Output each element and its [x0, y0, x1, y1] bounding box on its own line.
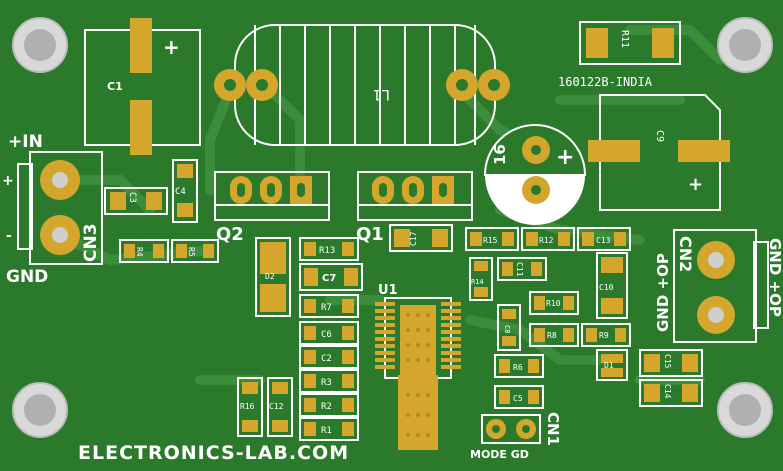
c15-label: C15: [663, 354, 672, 369]
c13-label: C13: [596, 236, 611, 245]
q1-footprint: Q1: [356, 171, 473, 245]
c10-footprint: C10: [596, 252, 628, 319]
c3-label: C3: [127, 192, 137, 203]
c7-label: C7: [322, 273, 336, 284]
c17-label: C17: [409, 231, 418, 246]
r14-label: R14: [471, 278, 484, 286]
board-title: ELECTRONICS-LAB.COM: [78, 442, 349, 464]
r10-label: R10: [546, 299, 561, 308]
c10-label: C10: [599, 283, 614, 292]
r1-footprint: R1: [299, 417, 359, 441]
c11-footprint: C11: [497, 257, 547, 281]
c9-label: C9: [654, 130, 665, 142]
c4-footprint: C4: [172, 159, 198, 223]
r11-footprint: R11: [579, 21, 681, 65]
c4-label: C4: [175, 187, 186, 197]
c9-plus: +: [688, 174, 703, 195]
c2-label: C2: [321, 354, 332, 364]
d2-footprint: D2: [255, 237, 291, 317]
c15-footprint: C15: [639, 349, 703, 377]
r8-label: R8: [547, 331, 557, 340]
r10-footprint: R10: [529, 291, 579, 315]
c1-plus: +: [163, 35, 180, 59]
c13-footprint: C13: [577, 227, 631, 251]
r12-footprint: R12: [521, 227, 575, 251]
cn3-terminal: +IN GND CN3 + -: [2, 132, 103, 287]
cn3-plus-in: +IN: [8, 132, 43, 152]
r15-footprint: R15: [465, 227, 519, 251]
c11-label: C11: [515, 262, 524, 277]
c17-footprint: C17: [389, 224, 453, 252]
r2-label: R2: [321, 402, 332, 412]
r7-footprint: R7: [299, 294, 359, 318]
r12-label: R12: [539, 236, 554, 245]
d2-label: D2: [265, 272, 275, 281]
q1-label: Q1: [356, 224, 384, 245]
l1-label: L1: [373, 86, 390, 102]
r4-footprint: R4: [119, 239, 169, 263]
cn2-left-label: GND +OP: [654, 253, 672, 332]
r5-footprint: R5: [171, 239, 219, 263]
c5-footprint: C5: [494, 385, 544, 409]
r6-label: R6: [513, 363, 523, 372]
r16-label: R16: [240, 402, 255, 411]
r2-footprint: R2: [299, 393, 359, 417]
r11-label: R11: [619, 30, 630, 48]
r16-footprint: R16: [237, 377, 263, 437]
cn2-label: CN2: [676, 236, 695, 272]
r9-label: R9: [599, 331, 609, 340]
r7-label: R7: [321, 303, 332, 313]
r6-footprint: R6: [494, 354, 544, 378]
u1-label: U1: [378, 283, 398, 298]
r13-label: R13: [319, 246, 335, 256]
cn3-gnd: GND: [6, 267, 48, 287]
r3-label: R3: [321, 378, 332, 388]
r8-footprint: R8: [529, 323, 579, 347]
c16-plus: +: [556, 145, 574, 170]
c12-footprint: C12: [267, 377, 293, 437]
c16-footprint: 16 +: [483, 124, 587, 225]
c14-footprint: C14: [639, 379, 703, 407]
q2-footprint: Q2: [214, 171, 330, 245]
c8-label: C8: [503, 325, 511, 333]
cn2-right-label: GND +OP: [766, 238, 783, 317]
cn2-terminal: CN2 GND +OP GND +OP: [654, 229, 783, 343]
r15-label: R15: [483, 236, 498, 245]
d1-footprint: D1: [596, 349, 628, 381]
d1-label: D1: [604, 361, 614, 370]
r3-footprint: R3: [299, 369, 359, 393]
r1-label: R1: [321, 426, 332, 436]
cn1-connector: MODE GD CN1: [470, 412, 562, 461]
c8-footprint: C8: [497, 304, 521, 351]
r14-footprint: R14: [469, 257, 493, 301]
mounting-holes: [12, 17, 773, 438]
r4-label: R4: [135, 247, 144, 257]
q2-label: Q2: [216, 224, 244, 245]
c6-footprint: C6: [299, 321, 359, 345]
c3-footprint: C3: [104, 187, 168, 215]
c2-footprint: C2: [299, 345, 359, 369]
cn1-label: CN1: [544, 412, 562, 446]
c12-label: C12: [269, 402, 284, 411]
r5-label: R5: [187, 247, 196, 257]
c1-label: C1: [107, 80, 123, 93]
c6-label: C6: [321, 330, 332, 340]
r9-footprint: R9: [581, 323, 631, 347]
u1-ic: U1: [375, 283, 461, 450]
c14-label: C14: [663, 384, 672, 399]
cn3-side-plus: +: [2, 173, 14, 189]
c9-footprint: C9 +: [588, 94, 730, 211]
r13-footprint: R13: [299, 237, 359, 261]
cn3-side-minus: -: [6, 228, 12, 244]
c1-footprint: C1 +: [84, 18, 201, 155]
l1-inductor: L1: [214, 24, 510, 146]
c7-footprint: C7: [299, 263, 363, 291]
c5-label: C5: [513, 394, 523, 403]
cn3-label: CN3: [81, 223, 101, 262]
c16-label: 16: [491, 144, 509, 165]
cn1-mode-label: MODE GD: [470, 448, 529, 461]
board-code: 160122B-INDIA: [558, 75, 653, 89]
